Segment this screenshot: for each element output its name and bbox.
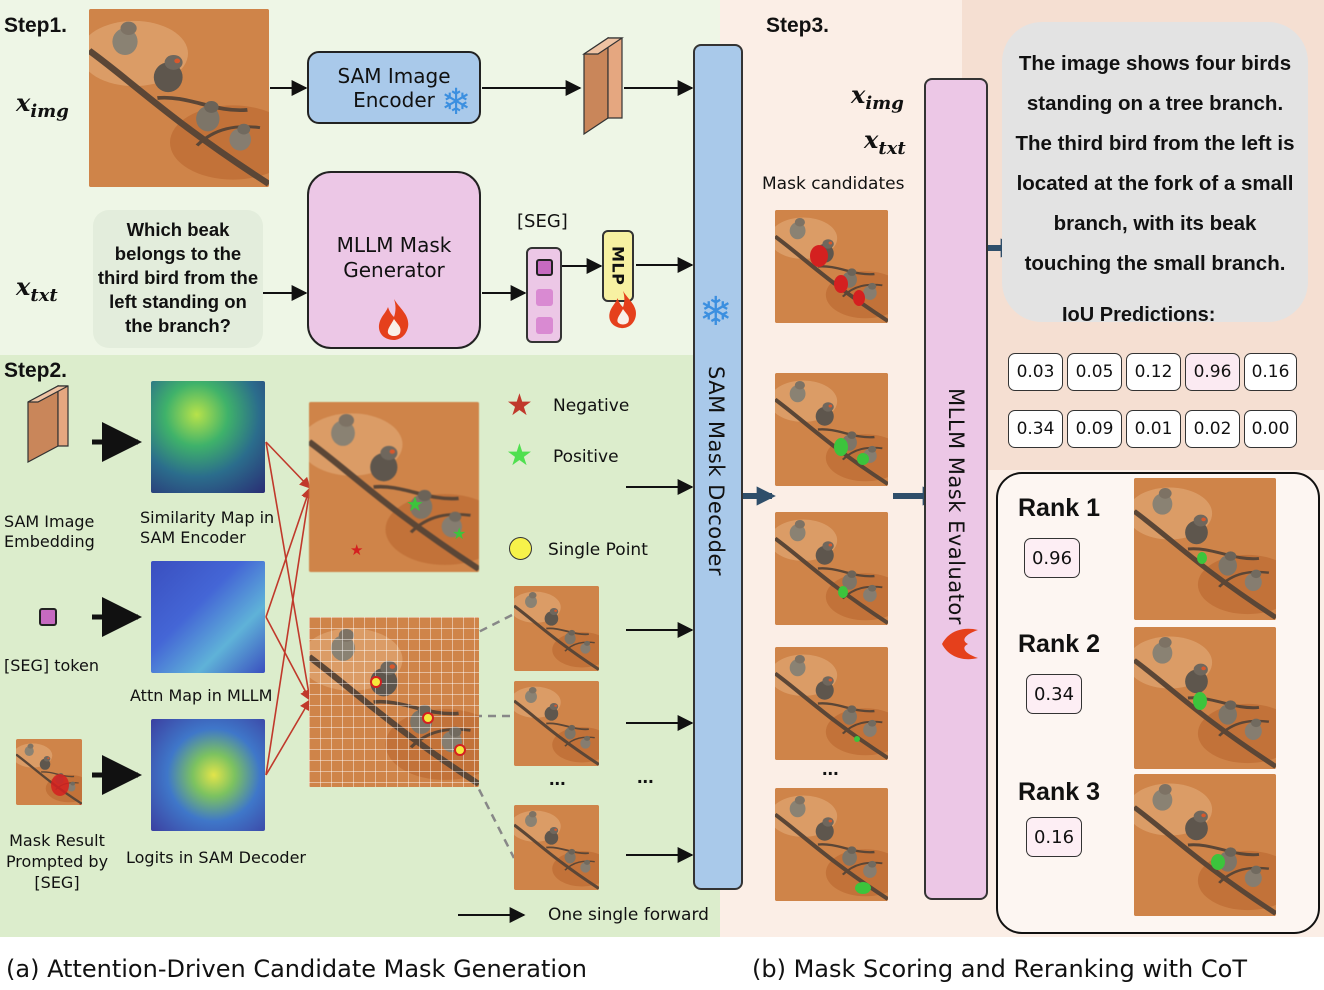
crop-image	[514, 681, 599, 766]
crop-image	[514, 586, 599, 671]
single-point-marker	[370, 676, 382, 688]
x-img-symbol: ximg	[16, 88, 69, 122]
mllm-mask-evaluator	[924, 78, 988, 900]
x-img-symbol-step3: ximg	[851, 80, 904, 114]
iou-cell: 0.05	[1067, 353, 1122, 391]
ellipsis: ...	[637, 766, 654, 788]
input-image	[89, 9, 269, 187]
sam-mask-decoder	[693, 44, 743, 890]
mask-candidate	[775, 647, 888, 760]
embedding-label: SAM Image Embedding	[4, 512, 95, 551]
rank-title: Rank 1	[1018, 494, 1100, 522]
mask-result-image	[16, 739, 82, 805]
positive-star: ★	[406, 494, 424, 516]
x-txt-symbol: xtxt	[16, 272, 58, 306]
rank-score: 0.16	[1026, 817, 1082, 857]
logits-label: Logits in SAM Decoder	[126, 848, 307, 867]
step3-label: Step3.	[766, 14, 830, 37]
iou-cell: 0.02	[1185, 410, 1240, 448]
snowflake-icon: ❄	[699, 290, 733, 334]
rank-score: 0.34	[1026, 674, 1082, 714]
feature-block-icon	[582, 36, 624, 136]
cot-bubble: The image shows four birds standing on a…	[1002, 22, 1308, 322]
snowflake-icon: ❄	[441, 81, 472, 122]
attn-label: Attn Map in MLLM	[130, 686, 273, 705]
cot-text: The image shows four birds standing on a…	[1015, 52, 1295, 275]
iou-cell: 0.16	[1244, 353, 1297, 391]
iou-cell: 0.01	[1126, 410, 1181, 448]
mask-candidates-label: Mask candidates	[762, 174, 905, 194]
grid-point-image	[309, 617, 479, 787]
rank-image	[1134, 627, 1276, 769]
iou-cell: 0.96	[1185, 353, 1240, 391]
ellipsis: ...	[549, 768, 566, 790]
rank-title: Rank 2	[1018, 630, 1100, 658]
mlp-block: MLP	[602, 230, 634, 302]
seg-token-stack	[526, 247, 562, 343]
iou-cell: 0.34	[1008, 410, 1063, 448]
point-prompt-image	[309, 402, 479, 572]
seg-token-active	[536, 259, 553, 276]
mask-candidate	[775, 512, 888, 625]
similarity-map	[151, 381, 265, 493]
iou-cell: 0.09	[1067, 410, 1122, 448]
positive-star: ★	[452, 526, 467, 543]
step2-label: Step2.	[4, 359, 68, 382]
caption-b: (b) Mask Scoring and Reranking with CoT	[752, 955, 1247, 983]
negative-label: Negative	[553, 396, 630, 416]
evaluator-label: MLLM Mask Evaluator	[944, 388, 968, 625]
x-txt-symbol-step3: xtxt	[864, 125, 906, 159]
mask-candidate	[775, 210, 888, 323]
seg-token	[536, 317, 553, 334]
similarity-label: Similarity Map in SAM Encoder	[140, 508, 275, 547]
fire-icon	[609, 290, 636, 329]
ellipsis: ...	[822, 758, 839, 780]
fire-icon	[378, 299, 409, 340]
iou-cell: 0.03	[1008, 353, 1063, 391]
seg-token-icon	[39, 608, 57, 626]
logits-map	[151, 719, 265, 831]
iou-title: IoU Predictions:	[1062, 304, 1216, 326]
caption-a: (a) Attention-Driven Candidate Mask Gene…	[6, 955, 587, 983]
rank-image	[1134, 478, 1276, 620]
rank-title: Rank 3	[1018, 778, 1100, 806]
rank-score: 0.96	[1024, 538, 1080, 578]
mask-result-label: Mask Result Prompted by [SEG]	[5, 831, 109, 892]
single-point-icon	[509, 537, 532, 560]
positive-star-icon: ★	[506, 439, 533, 472]
seg-token-label: [SEG] token	[4, 656, 99, 675]
decoder-label: SAM Mask Decoder	[704, 366, 728, 577]
fire-icon	[942, 628, 978, 660]
single-point-marker	[422, 712, 434, 724]
seg-token	[536, 289, 553, 306]
mask-candidate	[775, 788, 888, 901]
negative-star: ★	[350, 542, 364, 559]
mask-candidate	[775, 373, 888, 486]
positive-label: Positive	[553, 447, 619, 467]
single-point-marker	[454, 744, 466, 756]
crop-image	[514, 805, 599, 890]
iou-cell: 0.00	[1244, 410, 1297, 448]
attention-map	[151, 561, 265, 673]
seg-label: [SEG]	[517, 211, 568, 232]
embedding-block-icon	[27, 385, 69, 463]
iou-cell: 0.12	[1126, 353, 1181, 391]
single-point-label: Single Point	[548, 540, 648, 560]
question-bubble: Which beak belongs to the third bird fro…	[93, 210, 263, 348]
negative-star-icon: ★	[506, 389, 533, 422]
rank-image	[1134, 774, 1276, 916]
forward-label: One single forward	[548, 905, 709, 925]
step1-label: Step1.	[4, 14, 68, 37]
